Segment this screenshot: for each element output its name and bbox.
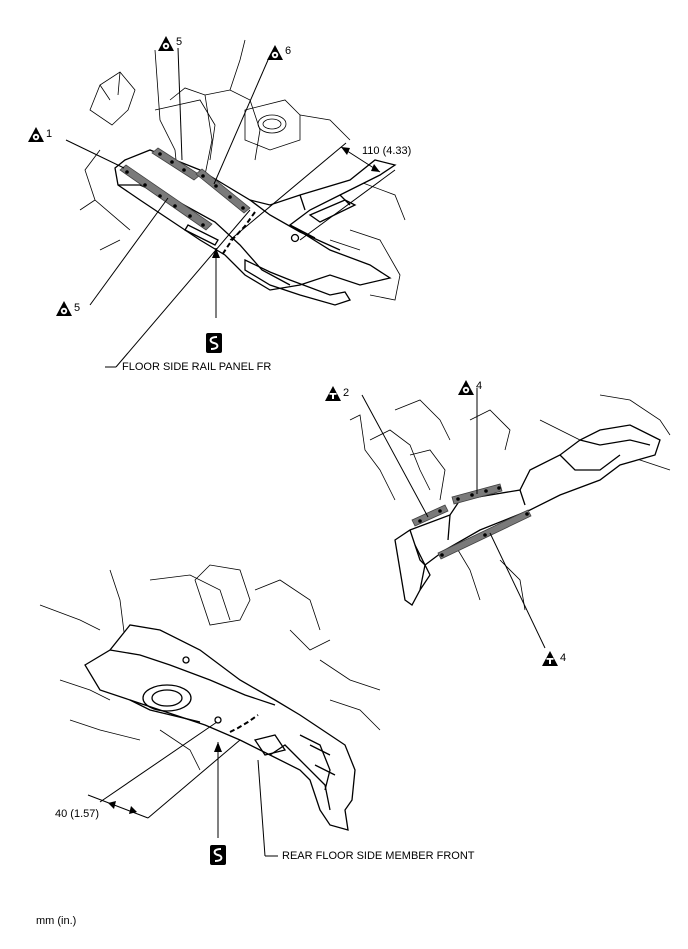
callout-6: 6	[285, 45, 292, 57]
floor-side-rail-panel	[114, 149, 397, 306]
top-dimension	[229, 142, 396, 241]
nut-triangle-icon	[458, 380, 474, 395]
section-cut-icon	[209, 844, 227, 866]
middle-weld-spots	[418, 486, 529, 557]
bottom-cut-line	[229, 714, 259, 733]
top-arrow-head	[212, 248, 220, 258]
callout-5-bottom: 5	[74, 302, 81, 314]
section-cut-icon	[205, 332, 223, 354]
part-label-rear-floor-side-member-front: REAR FLOOR SIDE MEMBER FRONT	[282, 850, 475, 862]
dimension-top-label: 110 (4.33)	[362, 145, 412, 157]
rear-floor-side-member	[394, 424, 661, 606]
dimension-bottom-label: 40 (1.57)	[55, 808, 100, 820]
part-label-floor-side-rail-panel: FLOOR SIDE RAIL PANEL FR	[122, 361, 272, 373]
callout-5-top: 5	[176, 36, 183, 48]
bottom-arrow-head	[214, 742, 222, 752]
rear-floor-side-member-front	[84, 624, 356, 831]
middle-leaders	[361, 388, 546, 649]
top-leaders	[65, 47, 269, 368]
top-weld-spots	[125, 152, 245, 227]
callout-4-bottom: 4	[560, 652, 567, 664]
nut-triangle-icon	[56, 301, 72, 316]
bottom-diagram	[39, 564, 381, 857]
top-weld-bands	[119, 147, 251, 231]
callout-1: 1	[46, 128, 53, 140]
unit-note: mm (in.)	[36, 915, 77, 927]
middle-background-body	[349, 394, 671, 611]
callout-2: 2	[343, 387, 350, 399]
bottom-background-body	[39, 564, 381, 771]
nut-triangle-icon	[158, 36, 174, 51]
bottom-dimension	[87, 721, 241, 819]
nut-triangle-icon	[267, 45, 283, 60]
spot-weld-triangle-icon	[325, 386, 341, 401]
top-background-body	[79, 39, 406, 301]
bottom-leaders	[217, 742, 278, 857]
middle-diagram	[349, 388, 671, 649]
nut-triangle-icon	[28, 127, 44, 142]
top-diagram	[65, 39, 406, 368]
spot-weld-triangle-icon	[542, 651, 558, 666]
callout-4-top: 4	[476, 380, 483, 392]
